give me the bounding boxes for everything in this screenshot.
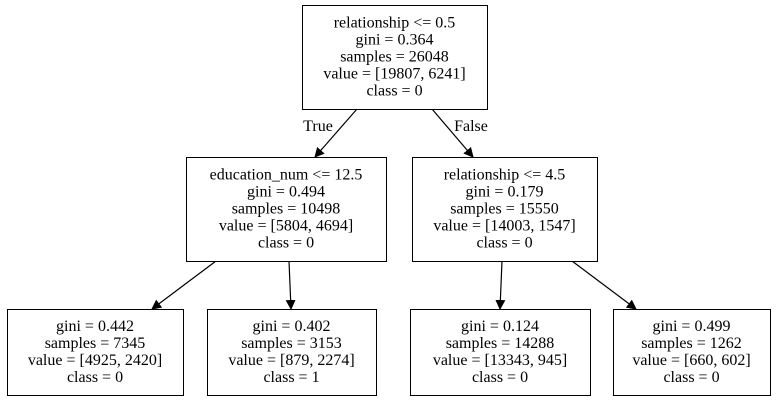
node-line: samples = 7345: [45, 335, 146, 352]
node-line: value = [19807, 6241]: [323, 66, 465, 83]
node-line: class = 0: [258, 235, 314, 252]
tree-edge-n2-n5: [495, 260, 506, 310]
node-line: class = 0: [366, 83, 422, 100]
node-box: [613, 309, 771, 396]
node-box: [302, 5, 488, 110]
node-line: gini = 0.442: [56, 318, 134, 335]
node-line: class = 0: [476, 235, 532, 252]
tree-edge-n1-n4: [285, 260, 296, 310]
node-line: value = [4925, 2420]: [28, 352, 162, 369]
node-line: class = 0: [67, 369, 123, 386]
node-line: samples = 1262: [641, 335, 742, 352]
node-line: relationship <= 4.5: [444, 167, 566, 184]
tree-edge-n0-n2: [431, 108, 474, 158]
tree-edge-n1-n3: [151, 260, 217, 310]
node-box: [186, 157, 387, 262]
node-line: value = [5804, 4694]: [219, 218, 353, 235]
node-line: value = [660, 602]: [632, 352, 750, 369]
node-line: relationship <= 0.5: [334, 15, 456, 32]
tree-edge-n2-n6: [571, 260, 637, 310]
node-line: class = 1: [263, 369, 319, 386]
node-box: [412, 157, 598, 262]
node-box: [207, 309, 377, 396]
node-line: value = [14003, 1547]: [433, 218, 575, 235]
node-line: gini = 0.364: [356, 32, 434, 49]
edge-label: False: [454, 118, 488, 135]
node-line: gini = 0.124: [461, 318, 539, 335]
node-line: value = [13343, 945]: [433, 352, 567, 369]
tree-edge-n0-n1: [314, 108, 358, 158]
node-line: class = 0: [663, 369, 719, 386]
edges: True False: [151, 108, 637, 310]
node-line: gini = 0.402: [253, 318, 331, 335]
node-line: education_num <= 12.5: [210, 167, 363, 184]
node-line: samples = 3153: [241, 335, 342, 352]
edge-label: True: [303, 118, 333, 135]
node-line: samples = 10498: [232, 201, 341, 218]
node-box: [7, 309, 184, 396]
node-line: samples = 14288: [446, 335, 555, 352]
node-line: samples = 26048: [340, 49, 449, 66]
node-box: [410, 309, 591, 396]
node-line: value = [879, 2274]: [228, 352, 354, 369]
node-line: gini = 0.494: [247, 184, 325, 201]
node-line: gini = 0.499: [653, 318, 731, 335]
node-line: gini = 0.179: [466, 184, 544, 201]
node-line: samples = 15550: [450, 201, 559, 218]
node-line: class = 0: [472, 369, 528, 386]
